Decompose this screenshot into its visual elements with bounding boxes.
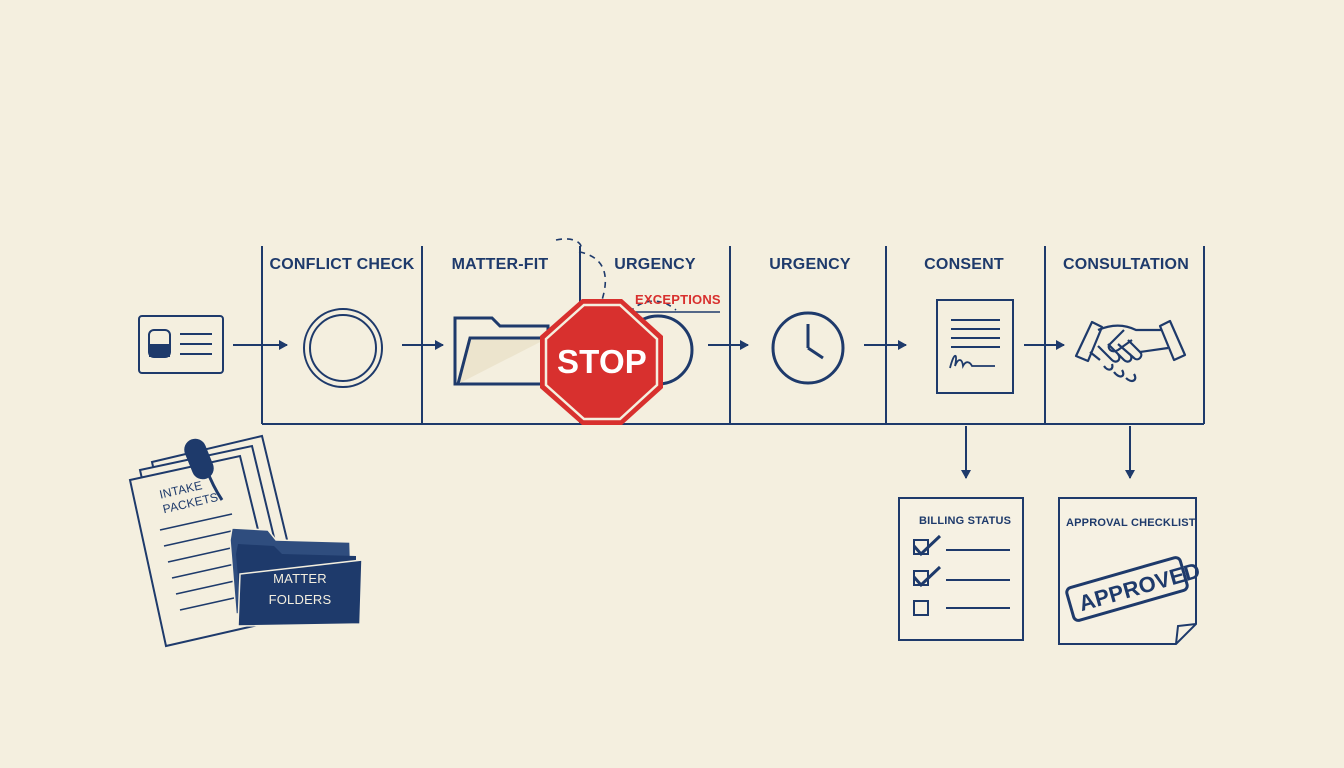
billing-status-title: BILLING STATUS [919, 515, 1012, 527]
stage-title-urgency-2: URGENCY [769, 256, 851, 273]
exceptions-label: EXCEPTIONS [635, 292, 721, 307]
id-card-icon [138, 315, 224, 374]
clock-icon [771, 311, 845, 385]
stage-title-consultation: CONSULTATION [1063, 256, 1189, 273]
dashed-path [555, 238, 607, 301]
approval-checklist-card [1058, 497, 1197, 645]
stage-frame [261, 246, 1205, 425]
handshake-icon [1074, 319, 1187, 383]
stage-title-matter-fit: MATTER-FIT [451, 256, 549, 273]
signed-document-icon [936, 299, 1014, 394]
stop-sign-icon [540, 299, 663, 425]
stage-title-urgency: URGENCY [614, 256, 696, 273]
matter-folders-label: MATTER FOLDERS [268, 571, 332, 607]
matter-folders-icon [229, 527, 363, 627]
checkmark-icon [912, 534, 942, 557]
approved-stamp [1065, 556, 1189, 622]
approval-checklist-title: APPROVAL CHECKLIST [1066, 517, 1196, 529]
folder-icon [453, 316, 550, 386]
billing-status-card [898, 497, 1024, 641]
stop-sign-label: STOP [556, 343, 648, 380]
paper-clip-icon [184, 438, 224, 501]
stage-title-consent: CONSENT [924, 256, 1004, 273]
checkmark-icon [912, 565, 942, 588]
ring-icon [303, 308, 383, 388]
stage-title-conflict-check: CONFLICT CHECK [269, 256, 415, 273]
